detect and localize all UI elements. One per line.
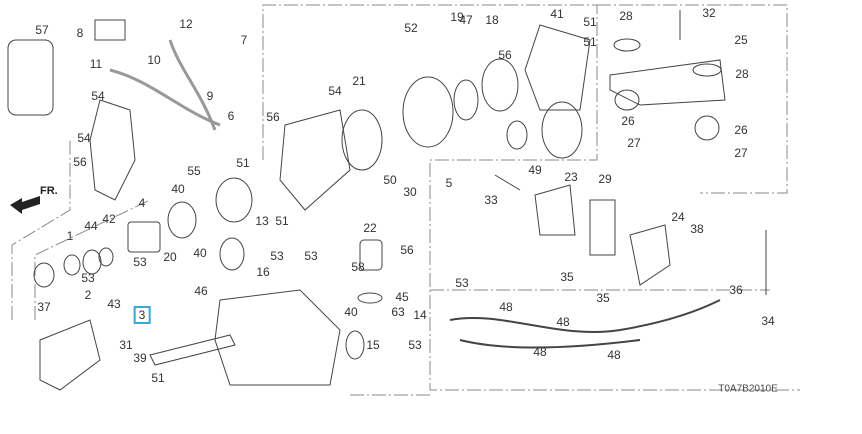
part-callout[interactable]: 40: [171, 182, 185, 196]
part-callout[interactable]: 19: [450, 10, 464, 24]
part-callout[interactable]: 9: [206, 89, 214, 103]
part-callout[interactable]: 10: [147, 53, 161, 67]
part-callout[interactable]: 46: [194, 284, 208, 298]
part-callout[interactable]: 53: [455, 276, 469, 290]
part-callout[interactable]: 47: [459, 13, 473, 27]
part-callout[interactable]: 38: [690, 222, 704, 236]
part-callout[interactable]: 35: [560, 270, 574, 284]
part-callout[interactable]: 7: [240, 33, 248, 47]
part-callout[interactable]: 5: [445, 176, 453, 190]
part-callout[interactable]: 32: [702, 6, 716, 20]
part-callout[interactable]: 4: [138, 196, 146, 210]
part-callout[interactable]: 53: [81, 271, 95, 285]
part-callout[interactable]: 36: [729, 283, 743, 297]
part-callout[interactable]: 27: [734, 146, 748, 160]
part-callout[interactable]: 54: [91, 89, 105, 103]
part-callout[interactable]: 53: [133, 255, 147, 269]
part-callout[interactable]: 40: [344, 305, 358, 319]
part-callout[interactable]: 51: [151, 371, 165, 385]
part-callout[interactable]: 27: [627, 136, 641, 150]
part-callout[interactable]: 39: [133, 351, 147, 365]
part-callout[interactable]: 43: [107, 297, 121, 311]
part-callout[interactable]: 44: [84, 219, 98, 233]
part-callout[interactable]: 45: [395, 290, 409, 304]
part-callout[interactable]: 6: [227, 109, 235, 123]
part-callout[interactable]: 28: [619, 9, 633, 23]
part-callout[interactable]: 14: [413, 308, 427, 322]
part-callout[interactable]: 34: [761, 314, 775, 328]
part-callout[interactable]: 8: [76, 26, 84, 40]
part-callout[interactable]: 54: [77, 131, 91, 145]
front-arrow-icon: [10, 196, 40, 214]
part-callout[interactable]: 54: [328, 84, 342, 98]
part-callout[interactable]: 23: [564, 170, 578, 184]
part-callout[interactable]: 57: [35, 23, 49, 37]
part-callout[interactable]: 48: [499, 300, 513, 314]
part-callout[interactable]: 51: [236, 156, 250, 170]
part-callout[interactable]: 37: [37, 300, 51, 314]
part-callout[interactable]: 13: [255, 214, 269, 228]
part-callout[interactable]: 24: [671, 210, 685, 224]
part-callout[interactable]: 15: [366, 338, 380, 352]
part-callout[interactable]: 41: [550, 7, 564, 21]
part-callout[interactable]: 49: [528, 163, 542, 177]
callout-frames: [11, 4, 800, 396]
part-callout[interactable]: 11: [89, 57, 103, 71]
part-callout[interactable]: 51: [583, 35, 597, 49]
part-callout[interactable]: 56: [266, 110, 280, 124]
part-callout-highlighted[interactable]: 3: [133, 306, 151, 324]
part-callout[interactable]: 35: [596, 291, 610, 305]
part-callout[interactable]: 31: [119, 338, 133, 352]
part-callout[interactable]: 53: [270, 249, 284, 263]
part-callout[interactable]: 22: [363, 221, 377, 235]
part-callout[interactable]: 56: [400, 243, 414, 257]
part-shapes: [7, 10, 767, 391]
part-callout[interactable]: 29: [598, 172, 612, 186]
part-callout[interactable]: 33: [484, 193, 498, 207]
part-callout[interactable]: 26: [734, 123, 748, 137]
part-callout[interactable]: 51: [275, 214, 289, 228]
part-callout[interactable]: 25: [734, 33, 748, 47]
part-callout[interactable]: 26: [621, 114, 635, 128]
part-callout[interactable]: 20: [163, 250, 177, 264]
part-callout[interactable]: 16: [256, 265, 270, 279]
part-callout[interactable]: 51: [583, 15, 597, 29]
part-callout[interactable]: 56: [73, 155, 87, 169]
part-callout[interactable]: 48: [556, 315, 570, 329]
front-direction-label: FR.: [40, 185, 58, 197]
part-callout[interactable]: 18: [485, 13, 499, 27]
part-callout[interactable]: 52: [404, 21, 418, 35]
part-callout[interactable]: 28: [735, 67, 749, 81]
part-callout[interactable]: 53: [408, 338, 422, 352]
part-callout[interactable]: 58: [351, 260, 365, 274]
part-callout[interactable]: 12: [179, 17, 193, 31]
part-callout[interactable]: 30: [403, 185, 417, 199]
part-callout[interactable]: 63: [391, 305, 405, 319]
diagram-code: T0A7B2010E: [718, 383, 778, 395]
part-callout[interactable]: 56: [498, 48, 512, 62]
part-callout[interactable]: 48: [533, 345, 547, 359]
part-callout[interactable]: 40: [193, 246, 207, 260]
part-callout[interactable]: 55: [187, 164, 201, 178]
part-callout[interactable]: 1: [66, 229, 74, 243]
part-callout[interactable]: 2: [84, 288, 92, 302]
part-callout[interactable]: 21: [352, 74, 366, 88]
part-callout[interactable]: 53: [304, 249, 318, 263]
part-callout[interactable]: 42: [102, 212, 116, 226]
part-callout[interactable]: 50: [383, 173, 397, 187]
part-callout[interactable]: 48: [607, 348, 621, 362]
